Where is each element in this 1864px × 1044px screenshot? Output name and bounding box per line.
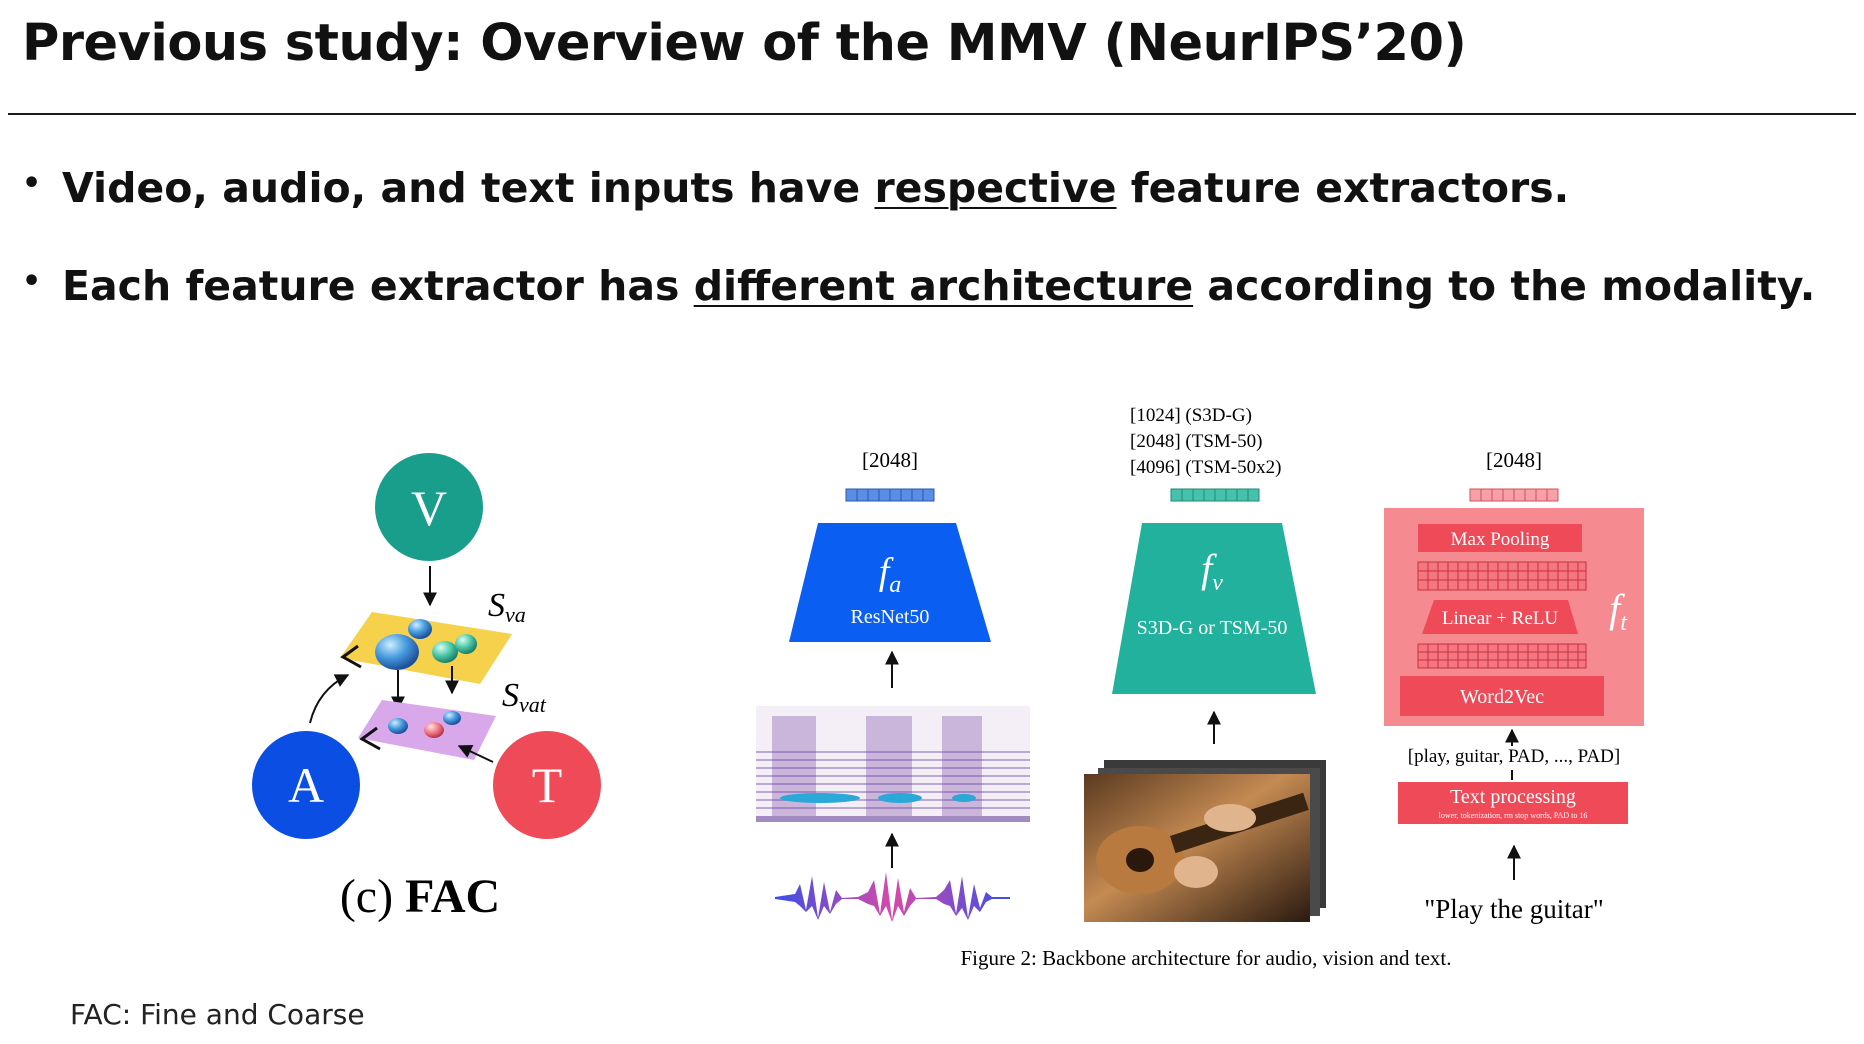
linear-relu-block [1422,600,1578,634]
embedding-point [455,634,477,654]
title-divider [8,113,1856,115]
audio-net-label: ResNet50 [851,606,930,628]
bullet-text: Each feature extractor has different arc… [62,262,1816,310]
footnote: FAC: Fine and Coarse [70,998,365,1031]
axis-glyph [359,726,381,751]
text-processing-sub: lower, tokenization, rm stop words, PAD … [1439,811,1588,820]
fac-caption: (c) FAC [340,870,500,923]
node-t-label: T [532,757,563,813]
token-grid [1417,643,1587,669]
token-grid [1417,561,1587,591]
arrow-a-to-sva [309,674,350,724]
bullet-text: Video, audio, and text inputs have respe… [62,164,1570,212]
audio-embedding-vector [845,488,935,502]
vision-net-label: S3D-G or TSM-50 [1137,617,1288,639]
vision-dim-3: [4096] (TSM-50x2) [1130,457,1281,478]
space-vat-label: Svat [502,677,547,717]
max-pooling-block [1418,524,1582,552]
word2vec-block [1400,676,1604,716]
audio-encoder [789,523,991,642]
vision-dim-2: [2048] (TSM-50) [1130,431,1262,452]
node-v-label: V [411,480,447,536]
embedding-point [388,718,408,734]
max-pooling-label: Max Pooling [1451,529,1550,550]
slide-title: Previous study: Overview of the MMV (Neu… [22,14,1467,73]
fac-diagram: V Sva Svat A T (c) FAC [252,453,601,923]
spectrogram-image [756,706,1030,822]
word2vec-label: Word2Vec [1460,686,1544,708]
tokens-label: [play, guitar, PAD, ..., PAD] [1408,746,1620,767]
bullet-emphasis: different architecture [693,262,1194,310]
space-va [340,612,512,684]
arrow-t-to-svat [457,745,494,763]
embedding-point [424,722,444,738]
text-input-label: "Play the guitar" [1424,894,1604,924]
embedding-point [443,711,461,725]
audio-dim: [2048] [862,448,918,472]
text-dim: [2048] [1486,448,1542,472]
node-v [375,453,483,561]
vision-branch: [1024] (S3D-G) [2048] (TSM-50) [4096] (T… [1084,405,1326,922]
node-a [252,731,360,839]
embedding-point [375,634,419,670]
audio-waveform [775,872,1010,922]
vision-embedding-vector [1170,488,1260,502]
bullet-emphasis: respective [874,164,1117,212]
node-a-label: A [288,757,324,813]
node-t [493,731,601,839]
bullet-dot: • [22,166,42,201]
text-embedding-vector [1469,488,1559,502]
figure-caption: Figure 2: Backbone architecture for audi… [960,946,1451,970]
vision-encoder [1112,523,1316,694]
vision-dim-1: [1024] (S3D-G) [1130,405,1252,426]
audio-branch: [2048] fa ResNet50 [756,448,1030,922]
text-branch: [2048] Max Pooling Linear + ReLU Word2Ve… [1384,448,1644,924]
axis-glyph [340,644,362,669]
text-processing-block [1398,782,1628,824]
bullet-dot: • [22,264,42,299]
linear-relu-label: Linear + ReLU [1442,608,1559,629]
space-va-label: Sva [488,587,526,627]
embedding-point [432,641,458,663]
text-processing-label: Text processing [1450,786,1576,808]
embedding-point [408,619,432,639]
video-frames-image [1084,760,1326,922]
